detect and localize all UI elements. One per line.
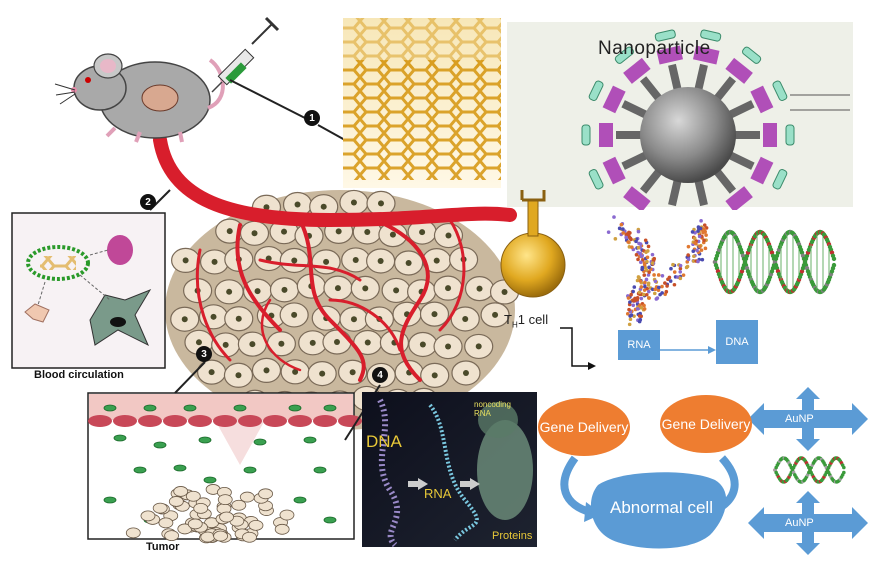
blood-circulation-panel (11, 212, 166, 369)
tumor-vessel-panel (87, 392, 362, 544)
th1-cell-icon (500, 190, 566, 298)
gene-delivery-ellipse-2: Gene Delivery (660, 395, 752, 453)
dna-helix-icon (773, 456, 846, 484)
panel-noncoding-label: noncoding RNA (474, 400, 511, 418)
th1-cell-label: TH1 cell (504, 312, 549, 330)
tumor-label: Tumor (146, 541, 180, 553)
aunp-label-2: AuNP (785, 517, 814, 529)
step-marker-3: 3 (196, 346, 212, 362)
abnormal-cell-label: Abnormal cell (610, 498, 713, 517)
gene-delivery-ellipse-1: Gene Delivery (538, 398, 630, 456)
dna-box: DNA (716, 320, 758, 364)
abnormal-cell-shape (590, 472, 727, 549)
step-marker-4: 4 (372, 367, 388, 383)
panel-rna-label: RNA (424, 486, 452, 501)
four-way-arrow-icon (748, 491, 868, 555)
four-way-arrow-icon (748, 387, 868, 451)
aunp-label-1: AuNP (785, 413, 814, 425)
step-marker-2: 2 (140, 194, 156, 210)
central-dogma-panel (362, 392, 537, 548)
syringe-icon (211, 16, 280, 93)
blood-vessel (153, 133, 517, 382)
panel-dna-label: DNA (366, 432, 402, 451)
dna-structure-icon (712, 229, 837, 295)
blood-circulation-label: Blood circulation (34, 369, 124, 381)
nanoparticle-icon (507, 22, 853, 213)
step-marker-1: 1 (304, 110, 320, 126)
nanoparticle-label: Nanoparticle (598, 38, 711, 59)
tumor-cell-mass (165, 189, 520, 430)
mouse-icon (54, 53, 225, 143)
graphene-lattice-icon (343, 18, 501, 188)
panel-proteins-label: Proteins (492, 530, 533, 542)
rna-box: RNA (618, 330, 660, 360)
